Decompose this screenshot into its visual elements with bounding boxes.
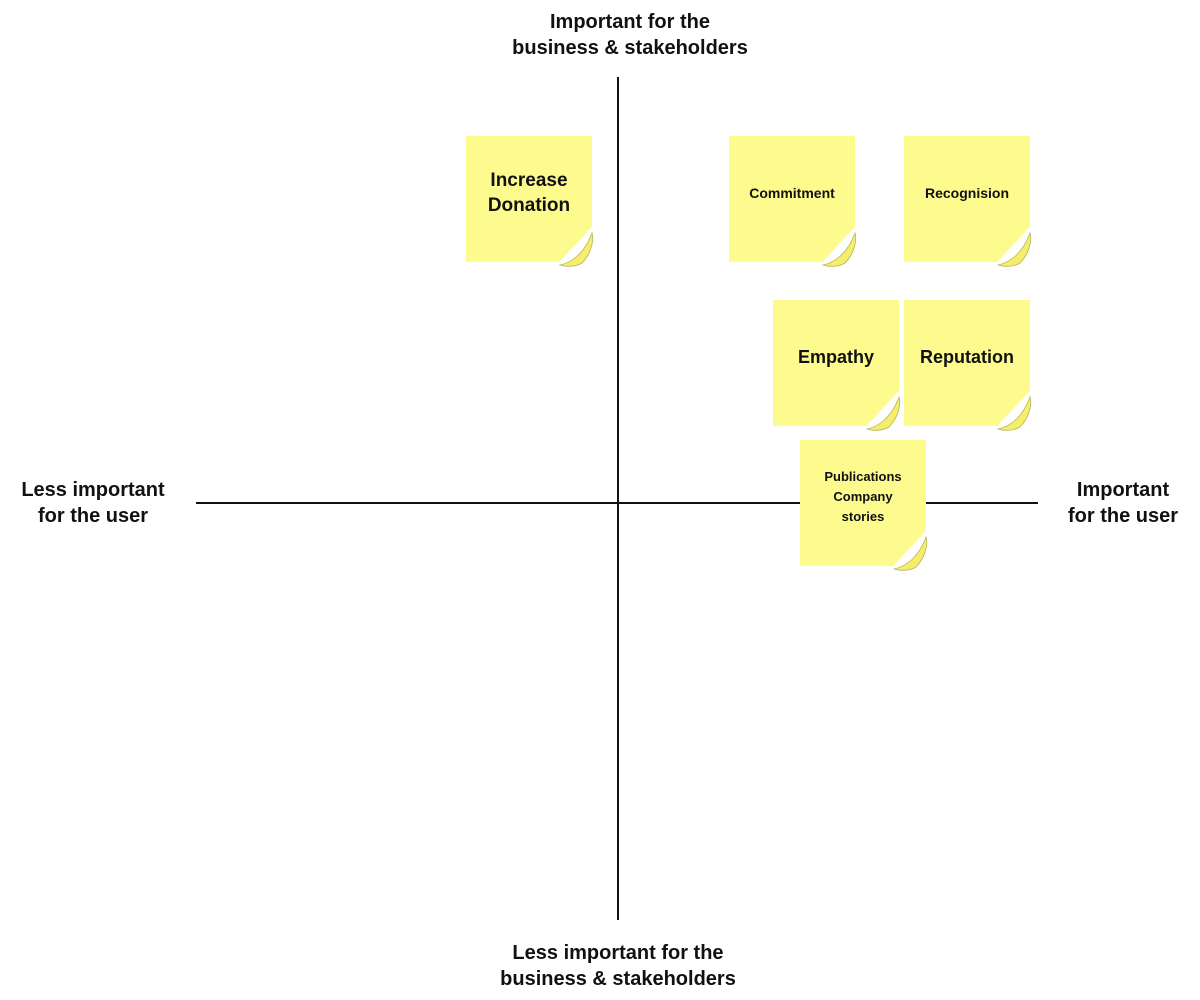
sticky-note-reputation[interactable]: Reputation [904, 300, 1030, 426]
horizontal-axis [196, 502, 1038, 504]
vertical-axis [617, 77, 619, 920]
sticky-note-text: Increase Donation [487, 170, 571, 216]
sticky-note-empathy[interactable]: Empathy [773, 300, 899, 426]
axis-label-top: Important for the business & stakeholder… [512, 11, 748, 59]
sticky-note-increase-donation[interactable]: Increase Donation [466, 136, 592, 262]
sticky-note-publications[interactable]: Publications Company stories [800, 440, 926, 566]
sticky-note-text: Commitment [749, 184, 835, 201]
sticky-note-recognision[interactable]: Recognision [904, 136, 1030, 262]
axis-label-right: Important for the user [1067, 479, 1179, 527]
sticky-note-text: Reputation [920, 346, 1014, 367]
sticky-note-text: Publications Company stories [824, 469, 902, 524]
sticky-note-text: Empathy [797, 346, 875, 367]
sticky-note-commitment[interactable]: Commitment [729, 136, 855, 262]
axis-label-bottom: Less important for the business & stakeh… [500, 942, 736, 990]
sticky-note-text: Recognision [924, 184, 1009, 201]
axis-label-left: Less important for the user [21, 479, 165, 527]
